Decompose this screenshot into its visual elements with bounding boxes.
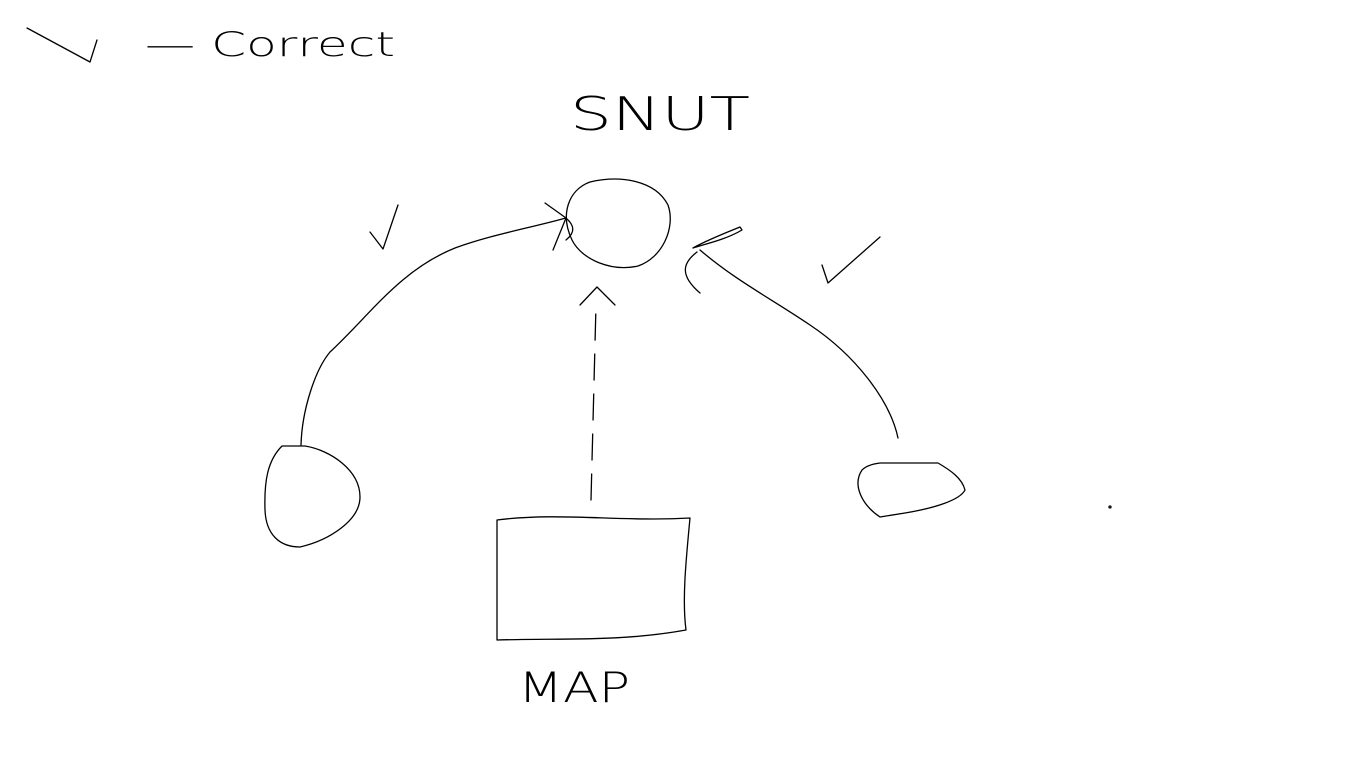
dashed-arrow-line — [590, 304, 597, 501]
left-arrow-head-hook — [565, 217, 574, 241]
left-node — [264, 445, 361, 548]
map-rectangle-node — [496, 516, 691, 641]
legend: — Correct — [26, 25, 395, 65]
left-check-icon — [369, 204, 399, 250]
dashed-arrow — [579, 286, 616, 501]
right-node — [857, 462, 966, 518]
right-arrow-head-icon — [692, 226, 743, 249]
dashed-arrow-head-icon — [579, 286, 616, 306]
legend-check-icon — [26, 27, 98, 63]
top-circle-node — [565, 178, 671, 269]
left-arrow-curve — [300, 217, 567, 446]
left-arrow — [300, 202, 574, 446]
top-node-label: SNUT — [570, 87, 750, 141]
right-arrow-head-lower — [684, 251, 701, 294]
right-arrow-curve — [699, 249, 899, 439]
legend-label: — Correct — [145, 25, 395, 65]
left-arrow-head-icon — [544, 202, 567, 251]
right-arrow — [684, 226, 899, 439]
map-label: MAP — [518, 663, 630, 712]
stray-dot — [1108, 505, 1112, 509]
right-check-icon — [821, 236, 881, 284]
